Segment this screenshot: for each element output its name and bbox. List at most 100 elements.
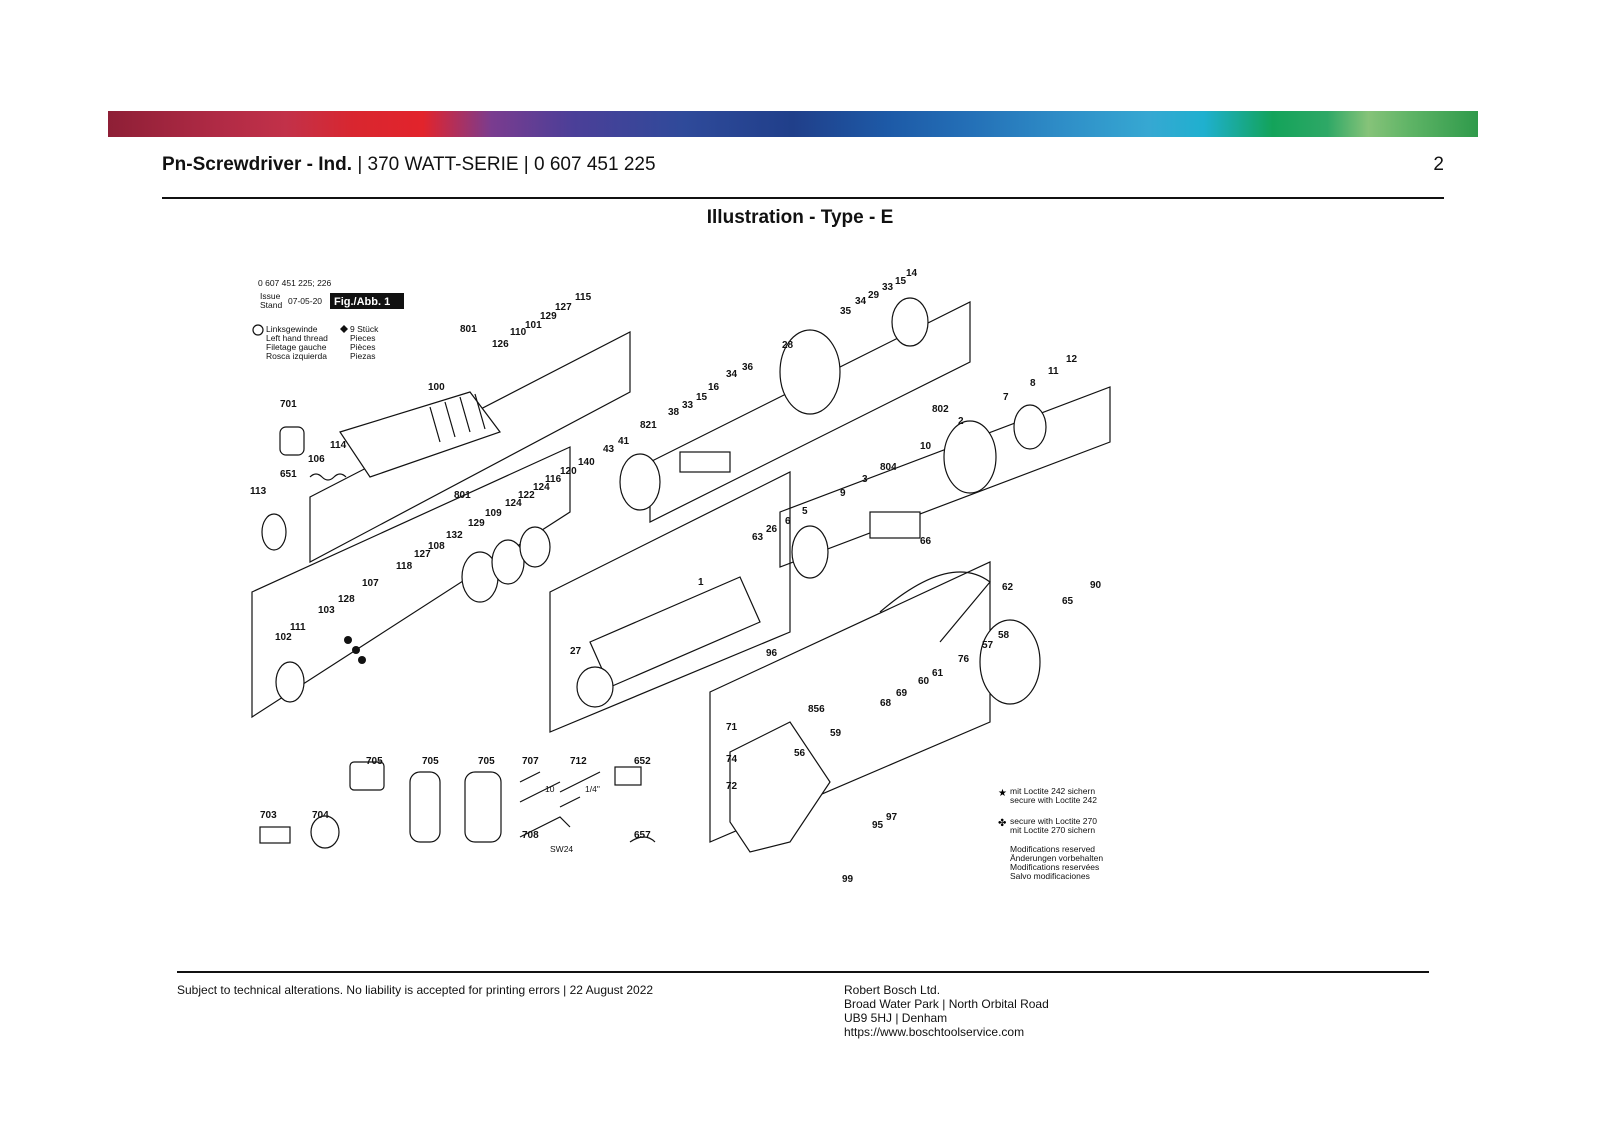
- callout-38: 38: [668, 407, 680, 418]
- callout-57: 57: [982, 640, 994, 651]
- callout-3: 3: [862, 474, 868, 485]
- callout-12: 12: [1066, 354, 1078, 365]
- part-128-ball-3: [358, 656, 366, 664]
- callout-61: 61: [932, 668, 944, 679]
- callout-69: 69: [896, 688, 908, 699]
- callout-15-top: 15: [895, 276, 907, 287]
- part-128-ball-1: [344, 636, 352, 644]
- callout-127: 127: [414, 549, 431, 560]
- part-707-hex-keys: [519, 771, 561, 803]
- fig-label-box: [330, 293, 404, 309]
- part-27-washer: [576, 666, 614, 708]
- star-icon: ★: [998, 788, 1007, 799]
- callout-106: 106: [308, 454, 325, 465]
- callout-102: 102: [275, 632, 292, 643]
- part-705-handle-1: [409, 771, 441, 843]
- callout-108: 108: [428, 541, 445, 552]
- part-1-motor-housing: [589, 576, 761, 688]
- part-100-housing: [339, 391, 501, 478]
- callout-705-a: 705: [366, 756, 383, 767]
- callout-14: 14: [906, 268, 918, 279]
- callout-801-top: 801: [460, 324, 477, 335]
- callout-59: 59: [830, 728, 842, 739]
- callout-801: 801: [454, 490, 471, 501]
- callout-60: 60: [918, 676, 930, 687]
- callout-651: 651: [280, 469, 297, 480]
- footer-divider: [177, 971, 1429, 973]
- part-62-wire: [879, 571, 991, 643]
- callout-72: 72: [726, 781, 738, 792]
- part-652-nipple: [614, 766, 642, 786]
- callout-118: 118: [396, 561, 413, 572]
- knurl-lines: [429, 393, 486, 443]
- callout-74: 74: [726, 754, 738, 765]
- stand-label: Stand: [260, 300, 282, 310]
- callout-36: 36: [742, 362, 754, 373]
- legend-right-1: Pieces: [350, 333, 376, 343]
- callout-5: 5: [802, 506, 808, 517]
- part-28-ring-gear: [779, 329, 841, 415]
- note-3: mit Loctite 270 sichern: [1010, 825, 1095, 835]
- callout-97: 97: [886, 812, 898, 823]
- callout-7: 7: [1003, 392, 1009, 403]
- page-header: Pn-Screwdriver - Ind. | 370 WATT-SERIE |…: [162, 154, 1444, 184]
- clover-icon: ✤: [998, 818, 1006, 829]
- callout-27: 27: [570, 646, 582, 657]
- callout-132: 132: [446, 530, 463, 541]
- issue-label: Issue: [260, 291, 281, 301]
- note-6: Modifications reservées: [1010, 862, 1099, 872]
- legend-right-3: Piezas: [350, 351, 376, 361]
- part-14-carrier: [891, 297, 929, 347]
- callout-707: 707: [522, 756, 539, 767]
- frame-motor-group: [779, 386, 1111, 568]
- callout-26: 26: [766, 524, 778, 535]
- part-705-handle-2: [464, 771, 502, 843]
- callout-10: 10: [920, 441, 932, 452]
- legend-left-1: Left hand thread: [266, 333, 328, 343]
- legend-left-2: Filetage gauche: [266, 342, 327, 352]
- note-4: Modifications reserved: [1010, 844, 1095, 854]
- callout-109: 109: [485, 508, 502, 519]
- website-link[interactable]: https://www.boschtoolservice.com: [844, 1025, 1025, 1039]
- part-703-nipple: [259, 826, 291, 844]
- frame-front-housing: [309, 331, 631, 563]
- callout-704: 704: [312, 810, 329, 821]
- legend-left-3: Rosca izquierda: [266, 351, 327, 361]
- callout-712: 712: [570, 756, 587, 767]
- callout-122: 122: [518, 490, 535, 501]
- callout-68: 68: [880, 698, 892, 709]
- legend-right-0: 9 Stück: [350, 324, 379, 334]
- note-2: secure with Loctite 270: [1010, 816, 1097, 826]
- address-line-2: UB9 5HJ | Denham: [844, 1011, 948, 1025]
- part-708-wrench: [519, 816, 571, 838]
- callout-11: 11: [1048, 366, 1059, 377]
- callout-120: 120: [560, 466, 577, 477]
- callout-96: 96: [766, 648, 778, 659]
- callout-71: 71: [726, 722, 738, 733]
- brand-color-bar: [108, 111, 1478, 137]
- callout-708: 708: [522, 830, 539, 841]
- part-704-clamp: [310, 815, 340, 849]
- callout-126: 126: [492, 339, 509, 350]
- callout-66: 66: [920, 536, 932, 547]
- callout-100: 100: [428, 382, 445, 393]
- key-size-14: 1/4": [585, 784, 600, 794]
- exploded-view-drawing: 0 607 451 225; 226 Issue Stand 07-05-20 …: [230, 262, 1150, 902]
- callout-124-a: 124: [533, 482, 550, 493]
- callout-9: 9: [840, 488, 846, 499]
- callout-29: 29: [868, 290, 880, 301]
- callout-28: 28: [782, 340, 794, 351]
- callout-129: 129: [468, 518, 485, 529]
- callout-43: 43: [603, 444, 615, 455]
- left-hand-thread-icon: [252, 324, 264, 336]
- section-title: Illustration - Type - E: [706, 207, 894, 228]
- issue-date: 07-05-20: [288, 296, 322, 306]
- callout-802: 802: [932, 404, 949, 415]
- callout-107: 107: [362, 578, 379, 589]
- part-6-endplate: [791, 525, 829, 579]
- callout-124-b: 124: [505, 498, 522, 509]
- callout-103: 103: [318, 605, 335, 616]
- callout-8: 8: [1030, 378, 1036, 389]
- note-1: secure with Loctite 242: [1010, 795, 1097, 805]
- pieces-icon: [340, 325, 348, 333]
